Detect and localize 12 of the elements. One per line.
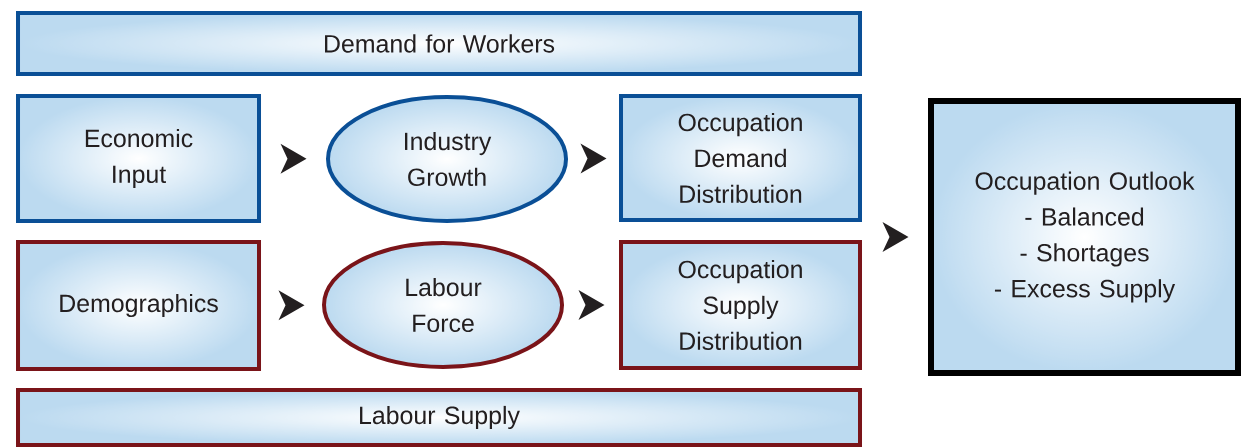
- arrow: [578, 290, 605, 320]
- outcome-box: Occupation Outlook - Balanced - Shortages - Excess Supply: [928, 98, 1241, 376]
- process-box: Occupation Demand Distribution: [619, 94, 862, 222]
- arrow: [280, 143, 307, 174]
- process-box: Demographics: [16, 240, 261, 371]
- arrow: [278, 290, 305, 321]
- arrow: [580, 143, 607, 174]
- arrow: [882, 222, 909, 252]
- banner-box: Labour Supply: [16, 388, 862, 447]
- banner-box: Demand for Workers: [16, 11, 862, 76]
- process-box: Occupation Supply Distribution: [619, 240, 862, 370]
- process-box: Economic Input: [16, 94, 261, 223]
